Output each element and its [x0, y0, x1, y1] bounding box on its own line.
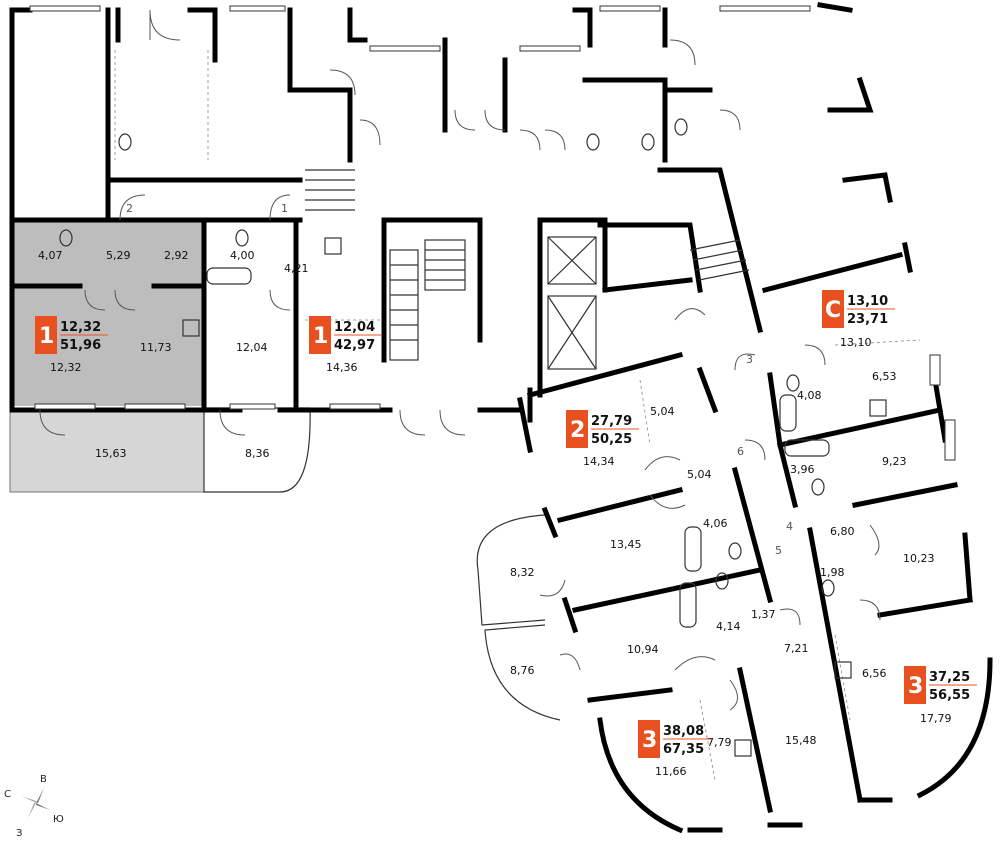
windows	[29, 5, 956, 461]
area-label: 5,04	[687, 468, 712, 481]
apartment-badge[interactable]: 3 37,25 56,55	[904, 666, 977, 704]
balconies	[203, 407, 561, 721]
badge-total-area: 42,97	[334, 338, 375, 353]
landing-number: 5	[775, 544, 782, 557]
badge-living-area: 12,32	[60, 320, 101, 335]
badge-living-area: 27,79	[591, 414, 632, 429]
badge-total-area: 50,25	[591, 432, 632, 447]
apartment-badge[interactable]: 3 38,08 67,35	[638, 720, 711, 758]
area-label: 7,21	[784, 642, 809, 655]
compass-west: С	[4, 789, 11, 800]
area-label: 8,76	[510, 664, 535, 677]
apartment-badge[interactable]: C 13,10 23,71	[822, 290, 895, 328]
area-label: 14,36	[326, 361, 358, 374]
area-label: 5,29	[106, 249, 131, 262]
badge-total-area: 51,96	[60, 338, 101, 353]
area-label: 4,07	[38, 249, 63, 262]
area-label: 10,23	[903, 552, 935, 565]
badge-living-area: 37,25	[929, 670, 970, 685]
landing-numbers: 1 2 3 4 5 6	[126, 202, 793, 557]
landing-number: 3	[746, 353, 753, 366]
badge-rooms: 3	[642, 728, 657, 753]
area-label: 9,23	[882, 455, 907, 468]
apartment-badge[interactable]: 1 12,04 42,97	[309, 316, 382, 354]
area-label: 10,94	[627, 643, 659, 656]
area-label: 4,08	[797, 389, 822, 402]
area-label: 12,04	[236, 341, 268, 354]
area-label: 17,79	[920, 712, 952, 725]
doors	[39, 9, 881, 711]
area-label: 5,04	[650, 405, 675, 418]
area-label: 4,21	[284, 262, 309, 275]
badge-living-area: 12,04	[334, 320, 375, 335]
compass-north: В	[40, 774, 47, 785]
apartment-badge[interactable]: 1 12,32 51,96	[35, 316, 108, 354]
compass-south: З	[16, 828, 22, 839]
area-label: 4,00	[230, 249, 255, 262]
area-label: 4,06	[703, 517, 728, 530]
area-label: 8,36	[245, 447, 270, 460]
area-label: 14,34	[583, 455, 615, 468]
interior-walls	[11, 37, 973, 813]
area-label: 15,48	[785, 734, 817, 747]
elevators	[547, 236, 597, 370]
landing-number: 2	[126, 202, 133, 215]
badge-living-area: 13,10	[847, 294, 888, 309]
badge-total-area: 67,35	[663, 742, 704, 757]
area-label: 11,66	[655, 765, 687, 778]
compass: В С Ю З	[4, 774, 64, 839]
area-label: 12,32	[50, 361, 82, 374]
zone-separators	[114, 50, 921, 781]
badge-total-area: 56,55	[929, 688, 970, 703]
fixtures	[59, 118, 887, 757]
area-label: 2,92	[164, 249, 189, 262]
area-label: 8,32	[510, 566, 535, 579]
badge-rooms: 3	[908, 674, 923, 699]
area-label: 4,14	[716, 620, 741, 633]
area-label: 11,73	[140, 341, 172, 354]
area-label: 6,80	[830, 525, 855, 538]
area-label: 13,45	[610, 538, 642, 551]
landing-number: 1	[281, 202, 288, 215]
area-label: 7,79	[707, 736, 732, 749]
landing-number: 6	[737, 445, 744, 458]
badge-rooms: 1	[313, 324, 328, 349]
badge-rooms: 1	[39, 324, 54, 349]
area-label: 6,53	[872, 370, 897, 383]
compass-east: Ю	[53, 814, 64, 825]
area-label: 3,96	[790, 463, 815, 476]
area-label: 6,56	[862, 667, 887, 680]
landing-number: 4	[786, 520, 793, 533]
area-label: 15,63	[95, 447, 127, 460]
apartment-badge[interactable]: 2 27,79 50,25	[566, 410, 639, 448]
badge-rooms: C	[825, 298, 841, 323]
area-label: 1,37	[751, 608, 776, 621]
badge-rooms: 2	[570, 418, 585, 443]
area-label: 1,98	[820, 566, 845, 579]
badge-total-area: 23,71	[847, 312, 888, 327]
staircase	[305, 169, 750, 361]
area-labels: 4,07 5,29 2,92 4,00 4,21 12,32 11,73 12,…	[38, 249, 952, 778]
badge-living-area: 38,08	[663, 724, 704, 739]
area-label: 13,10	[840, 336, 872, 349]
